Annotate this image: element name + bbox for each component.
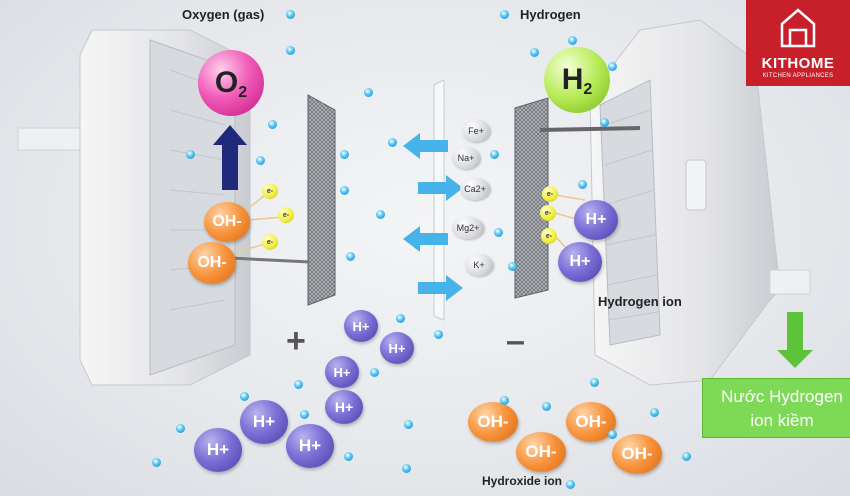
o2-symbol: O — [214, 66, 239, 99]
water-dot — [568, 36, 577, 45]
water-dot — [608, 430, 617, 439]
hydroxide-ion-label: Hydroxide ion — [482, 474, 563, 488]
water-dot — [340, 186, 349, 195]
hydroxide-ion: OH- — [516, 432, 566, 472]
cathode-housing — [589, 19, 811, 386]
water-dot — [364, 88, 373, 97]
ion-flow-arrows — [403, 133, 463, 301]
anode-housing — [17, 29, 251, 386]
water-dot — [530, 48, 539, 57]
water-dot — [508, 262, 517, 271]
result-line-1: Nước Hydrogen — [721, 387, 843, 406]
h2-symbol: H — [561, 63, 584, 96]
anode-sign: + — [286, 322, 306, 360]
water-dot — [500, 396, 509, 405]
water-dot — [176, 424, 185, 433]
water-dot — [152, 458, 161, 467]
arrow-left-1 — [403, 133, 448, 159]
output-arrow — [777, 312, 813, 368]
water-dot — [600, 118, 609, 127]
water-dot — [186, 150, 195, 159]
cathode-sign: – — [506, 322, 525, 360]
hydrogen-ion-label: Hydrogen ion — [598, 294, 682, 309]
hydrogen-ion: H+ — [325, 356, 359, 388]
water-dot — [376, 210, 385, 219]
water-dot — [578, 180, 587, 189]
hydrogen-ion: H+ — [240, 400, 288, 444]
arrow-right-1 — [418, 175, 463, 201]
mineral-ion-fe: Fe+ — [462, 120, 490, 142]
water-dot — [396, 314, 405, 323]
anode-mesh — [229, 94, 336, 306]
hydroxide-ion: OH- — [566, 402, 616, 442]
hydrogen-ion: H+ — [286, 424, 334, 468]
water-dot — [346, 252, 355, 261]
oxygen-gas-label: Oxygen (gas) — [182, 7, 265, 22]
brand-tagline: KITCHEN APPLIANCES — [762, 73, 834, 79]
electron: e- — [262, 183, 278, 199]
water-dot — [402, 464, 411, 473]
electron: e- — [542, 186, 558, 202]
hydroxide-ion: OH- — [468, 402, 518, 442]
water-dot — [340, 150, 349, 159]
hydroxide-ion: OH- — [612, 434, 662, 474]
hydrogen-ion: H+ — [380, 332, 414, 364]
hydrogen-ion: H+ — [574, 200, 618, 240]
house-icon — [780, 8, 816, 48]
water-dot — [566, 480, 575, 489]
h2-subscript: 2 — [583, 81, 593, 98]
hydroxide-ion: OH- — [204, 202, 250, 242]
water-dot — [388, 138, 397, 147]
result-line-2: ion kiềm — [750, 411, 814, 430]
water-dot — [682, 452, 691, 461]
hydrogen-ion: H+ — [344, 310, 378, 342]
electron: e- — [278, 207, 294, 223]
hydroxide-ion: OH- — [188, 242, 236, 284]
water-dot — [240, 392, 249, 401]
water-dot — [268, 120, 277, 129]
electron: e- — [262, 234, 278, 250]
mineral-ion-mg: Mg2+ — [452, 217, 484, 239]
hydrogen-ion: H+ — [325, 390, 363, 424]
water-dot — [590, 378, 599, 387]
water-dot — [490, 150, 499, 159]
hydrogen-gas-label: Hydrogen — [520, 7, 581, 22]
brand-logo: KITHOME KITCHEN APPLIANCES — [746, 0, 850, 86]
water-dot — [404, 420, 413, 429]
water-dot — [370, 368, 379, 377]
hydrogen-ion: H+ — [194, 428, 242, 472]
mineral-ion-na: Na+ — [452, 147, 480, 169]
electron: e- — [541, 228, 557, 244]
cathode-mesh — [514, 97, 641, 299]
water-dot — [256, 156, 265, 165]
water-dot — [608, 62, 617, 71]
water-dot — [434, 330, 443, 339]
water-dot — [494, 228, 503, 237]
water-dot — [542, 402, 551, 411]
water-dot — [300, 410, 309, 419]
water-dot — [500, 10, 509, 19]
water-dot — [344, 452, 353, 461]
water-dot — [294, 380, 303, 389]
electron: e- — [540, 205, 556, 221]
o2-subscript: 2 — [238, 84, 248, 101]
arrow-right-2 — [418, 275, 463, 301]
brand-name: KITHOME — [761, 55, 835, 72]
arrow-left-2 — [403, 226, 448, 252]
water-dot — [286, 46, 295, 55]
alkaline-water-label: Nước Hydrogen ion kiềm — [702, 378, 850, 438]
mineral-ion-ca: Ca2+ — [460, 178, 490, 200]
hydrogen-ion: H+ — [558, 242, 602, 282]
water-dot — [650, 408, 659, 417]
mineral-ion-k: K+ — [465, 254, 493, 276]
water-dot — [286, 10, 295, 19]
oxygen-rise-arrow — [213, 125, 247, 190]
